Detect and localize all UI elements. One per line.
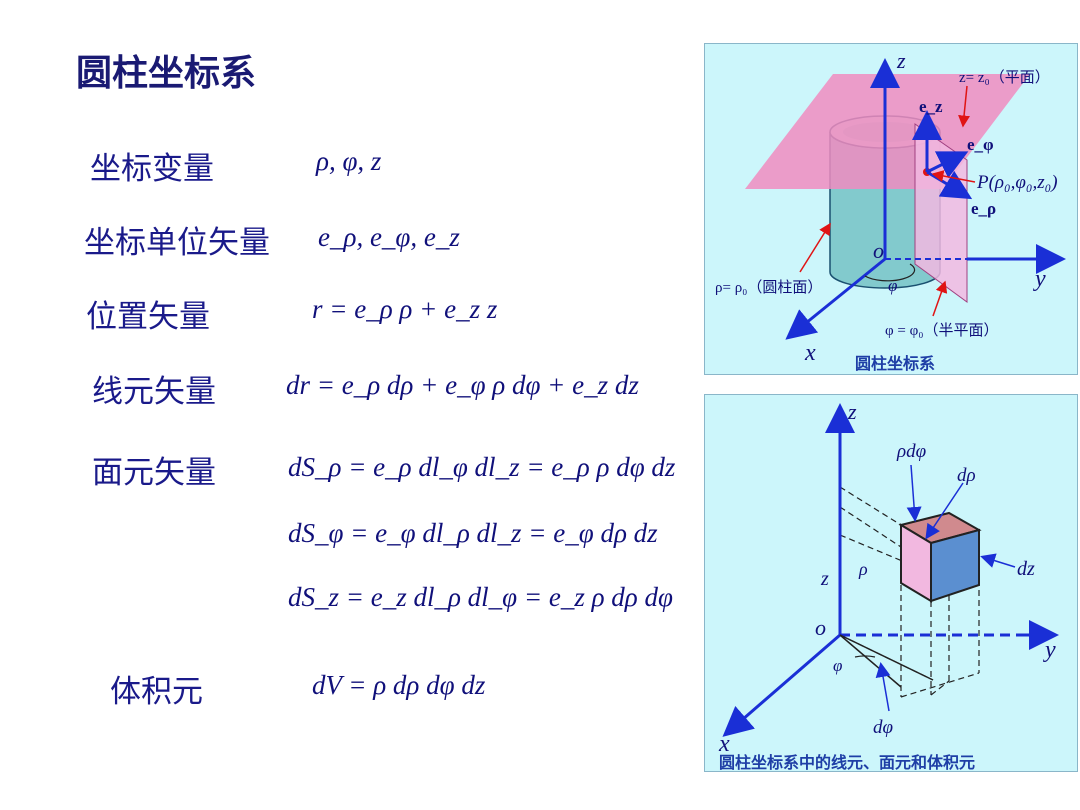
figure-volume-element: z y x o ρdφ dρ dz z ρ φ dφ 圆柱坐标系中的线元、面元和…	[704, 394, 1078, 772]
surface-element-label: 面元矢量	[92, 455, 216, 491]
figure2-caption: 圆柱坐标系中的线元、面元和体积元	[719, 753, 976, 772]
fig1-ez-label: e_z	[919, 97, 943, 116]
fig2-x-label: x	[718, 731, 730, 757]
figure1-caption: 圆柱坐标系	[855, 354, 936, 373]
fig1-y-label: y	[1033, 266, 1046, 292]
fig1-cylinder-label: ρ= ρ₀（圆柱面）	[715, 279, 822, 296]
position-label: 位置矢量	[86, 299, 210, 335]
fig2-phi-label: φ	[833, 656, 842, 675]
fig1-origin-label: o	[873, 238, 884, 263]
line-element-formula: dr = e_ρ dρ + e_φ ρ dφ + e_z dz	[286, 370, 639, 400]
fig2-rho-dphi-label: ρdφ	[896, 441, 926, 462]
unit-vectors-label: 坐标单位矢量	[84, 225, 270, 261]
volume-element-formula: dV = ρ dρ dφ dz	[312, 670, 486, 700]
box-side-face	[930, 528, 980, 603]
fig1-ephi-label: e_φ	[967, 135, 994, 154]
surface-element-formula-phi: dS_φ = e_φ dl_ρ dl_z = e_φ dρ dz	[288, 518, 658, 548]
position-formula: r = e_ρ ρ + e_z z	[312, 294, 498, 324]
fig2-dz-label: dz	[1017, 558, 1035, 580]
fig1-plane-label: z= z₀（平面）	[959, 69, 1050, 86]
figure-cylindrical-system: z y x o z= z₀（平面） ρ= ρ₀（圆柱面） φ = φ₀（半平面）…	[704, 43, 1078, 375]
x-axis	[722, 633, 841, 737]
fig1-phi-label: φ	[888, 276, 897, 295]
fig1-halfplane-label: φ = φ₀（半平面）	[885, 322, 999, 339]
fig2-origin-label: o	[815, 615, 826, 640]
fig2-z-height-label: z	[820, 568, 829, 590]
fig2-d-rho-label: dρ	[957, 465, 976, 486]
coord-vars-label: 坐标变量	[90, 151, 214, 187]
x-axis	[785, 257, 886, 340]
page-title: 圆柱坐标系	[76, 53, 257, 94]
fig2-y-label: y	[1043, 637, 1056, 663]
cylinder-diagram: z y x o z= z₀（平面） ρ= ρ₀（圆柱面） φ = φ₀（半平面）…	[715, 48, 1066, 366]
fig1-erho-label: e_ρ	[971, 199, 996, 218]
coord-vars-formula: ρ, φ, z	[316, 146, 382, 176]
line-element-label: 线元矢量	[92, 374, 216, 410]
fig1-z-label: z	[896, 48, 906, 73]
fig1-point-label: P(ρ₀,φ₀,z₀)	[976, 172, 1058, 193]
fig1-x-label: x	[804, 340, 816, 366]
fig2-d-phi-label: dφ	[873, 717, 893, 738]
surface-element-formula-z: dS_z = e_z dl_ρ dl_φ = e_z ρ dρ dφ	[288, 582, 673, 612]
ephi-vector	[926, 151, 969, 179]
fig2-z-label: z	[847, 399, 857, 424]
volume-element-diagram: z y x o ρdφ dρ dz z ρ φ dφ	[718, 399, 1059, 757]
volume-element-label: 体积元	[110, 674, 203, 710]
surface-element-formula-rho: dS_ρ = e_ρ dl_φ dl_z = e_ρ ρ dφ dz	[288, 452, 676, 482]
fig2-rho-label: ρ	[858, 559, 868, 579]
unit-vectors-formula: e_ρ, e_φ, e_z	[318, 222, 460, 252]
